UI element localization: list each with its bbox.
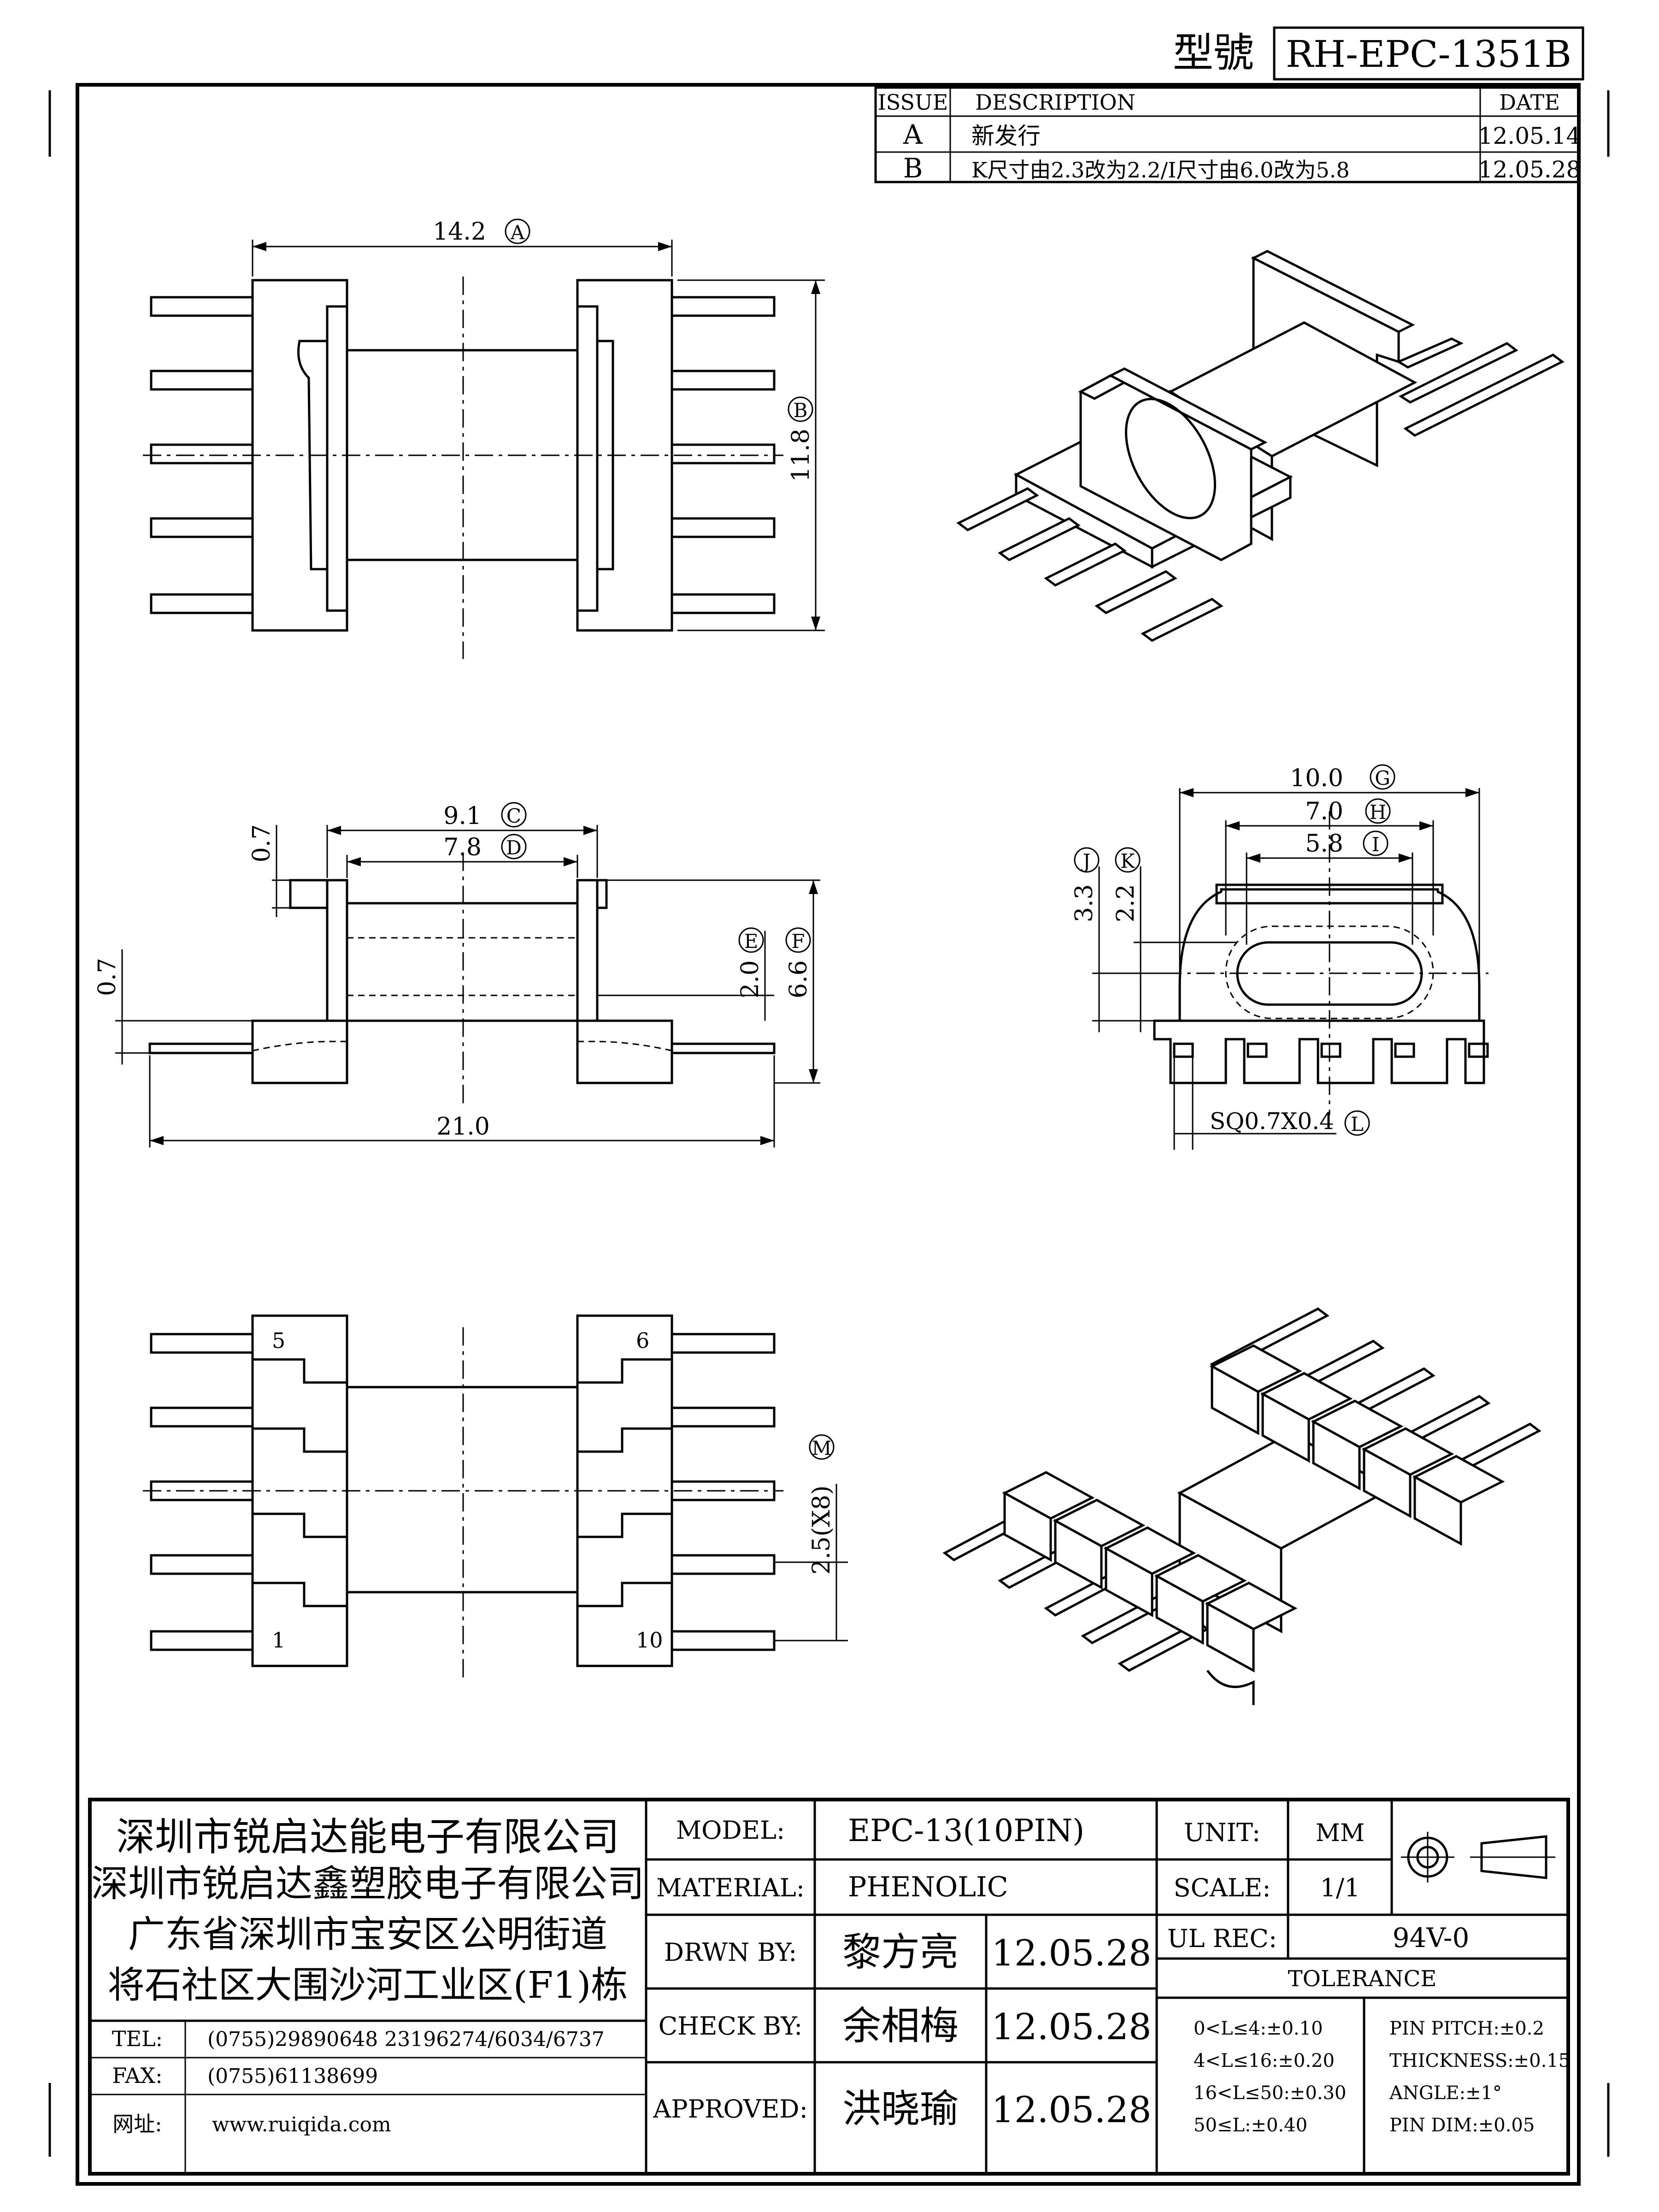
material-label: MATERIAL: [656,1873,805,1902]
fax-value: (0755)61138699 [207,2065,378,2088]
revision-table: ISSUE DESCRIPTION DATE A 新发行 12.05.14 B … [874,86,1581,184]
dim-i-tag: I [1372,833,1380,856]
dim-k-value: 2.2 [1112,884,1140,923]
dim-b-value: 11.8 [787,429,815,482]
isometric-view-top [956,250,1565,642]
dim-m-tag: M [812,1437,831,1459]
revision-a-description: 新发行 [971,123,1041,149]
isometric-view-bottom [942,1307,1541,1705]
company-line-3: 广东省深圳市宝安区公明街道 [128,1913,607,1956]
tol-right-1: PIN PITCH:±0.2 [1389,2018,1544,2039]
dim-flange-top: 0.7 [248,824,276,863]
bottom-view: 5 1 6 10 2.5(X8) M [143,1314,848,1682]
title-block: 深圳市锐启达能电子有限公司 深圳市锐启达鑫塑胶电子有限公司 广东省深圳市宝安区公… [88,1798,1570,2176]
dim-j-value: 3.3 [1071,884,1098,923]
revision-header-description: DESCRIPTION [975,90,1135,115]
dim-i-value: 5.8 [1305,830,1343,858]
dim-h-tag: H [1370,801,1387,824]
tol-right-4: PIN DIM:±0.05 [1389,2115,1535,2136]
web-label: 网址: [112,2112,162,2136]
web-value: www.ruiqida.com [212,2113,391,2136]
revision-header-date: DATE [1499,90,1560,115]
company-line-2: 深圳市锐启达鑫塑胶电子有限公司 [91,1862,644,1905]
revision-b-description: K尺寸由2.3改为2.2/I尺寸由6.0改为5.8 [971,158,1350,182]
tol-left-2: 4<L≤16:±0.20 [1194,2050,1335,2071]
dim-f-tag: F [791,930,805,953]
tol-left-4: 50≤L:±0.40 [1194,2115,1307,2136]
dim-f-value: 6.6 [785,960,812,999]
check-by-label: CHECK BY: [659,2012,803,2041]
dim-overall-value: 21.0 [436,1113,490,1141]
tolerance-header: TOLERANCE [1288,1966,1437,1992]
tol-left-3: 16<L≤50:±0.30 [1194,2083,1346,2104]
dim-h-value: 7.0 [1305,798,1343,825]
drawn-by-label: DRWN BY: [664,1938,797,1967]
model-number-value: RH-EPC-1351B [1286,33,1571,76]
company-line-4: 将石社区大围沙河工业区(F1)栋 [108,1964,628,2006]
dim-g-value: 10.0 [1290,765,1343,792]
pin-label-5: 5 [272,1328,285,1353]
unit-label: UNIT: [1184,1818,1260,1847]
tel-label: TEL: [112,2026,163,2051]
scale-label: SCALE: [1174,1873,1271,1902]
fax-label: FAX: [112,2063,162,2088]
top-view: 14.2 A 11.8 B [143,218,825,659]
revision-a-date: 12.05.14 [1478,123,1581,149]
unit-value: MM [1316,1819,1365,1847]
tel-value: (0755)29890648 23196274/6034/6737 [207,2028,605,2051]
approved-date: 12.05.28 [991,2089,1151,2131]
pin-label-10: 10 [636,1628,663,1653]
material-value: PHENOLIC [848,1871,1008,1903]
tol-left-1: 0<L≤4:±0.10 [1194,2018,1323,2039]
dim-c-tag: C [506,805,521,827]
check-by-name: 余相梅 [842,2003,959,2048]
dim-pin-offset: 0.7 [94,958,121,996]
ul-rec-label: UL REC: [1167,1924,1277,1953]
dim-d-tag: D [506,836,522,859]
dim-e-value: 2.0 [736,960,764,999]
dim-m-value: 2.5(X8) [808,1485,835,1574]
model-number-label: 型號 [1173,29,1254,76]
approved-label: APPROVED: [653,2094,808,2124]
dim-a-tag: A [510,221,525,244]
drawing-frame [48,83,1610,2186]
dim-c-value: 9.1 [443,802,482,830]
dim-k-tag: K [1120,850,1135,872]
check-by-date: 12.05.28 [991,2006,1151,2048]
ul-rec-value: 94V-0 [1393,1922,1470,1953]
model-value: EPC-13(10PIN) [848,1813,1084,1848]
end-view: 10.0 G 7.0 H 5.8 I 3.3 J 2.2 K [1071,764,1489,1150]
pin-label-1: 1 [272,1628,285,1653]
approved-name: 洪晓瑜 [842,2086,959,2131]
model-number-header: 型號 RH-EPC-1351B [1173,26,1584,81]
dim-g-tag: G [1375,767,1390,789]
dim-d-value: 7.8 [443,834,482,861]
revision-b-issue: B [903,153,923,184]
revision-header-issue: ISSUE [878,90,948,115]
dim-l-tag: L [1351,1113,1364,1135]
dim-j-tag: J [1081,850,1091,872]
revision-a-issue: A [903,119,923,150]
tol-right-3: ANGLE:±1° [1389,2083,1502,2104]
model-label: MODEL: [676,1816,785,1845]
pin-label-6: 6 [636,1328,649,1353]
scale-value: 1/1 [1320,1873,1360,1902]
dim-a-value: 14.2 [433,218,486,246]
tol-right-2: THICKNESS:±0.15 [1389,2050,1570,2071]
company-line-1: 深圳市锐启达能电子有限公司 [116,1814,619,1859]
revision-b-date: 12.05.28 [1478,156,1581,183]
dim-l-value: SQ0.7X0.4 [1210,1108,1334,1135]
dim-b-tag: B [794,399,808,422]
side-view: 9.1 C 7.8 D 0.7 0.7 2.0 E [94,802,820,1147]
dim-e-tag: E [744,930,759,953]
drawn-by-date: 12.05.28 [991,1933,1151,1974]
drawn-by-name: 黎方亮 [842,1930,959,1975]
projection-symbol-icon [1401,1832,1555,1883]
